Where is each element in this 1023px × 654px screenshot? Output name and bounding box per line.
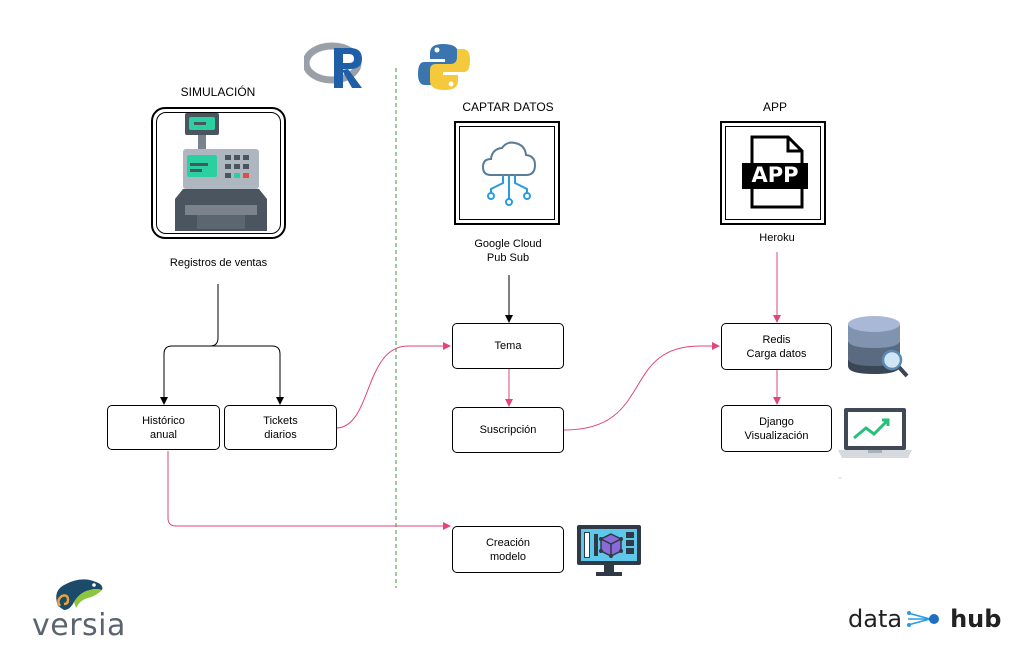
cloud-network-icon xyxy=(481,141,537,206)
edge-historico-creacion xyxy=(167,451,451,530)
edge-registros-split xyxy=(160,284,219,405)
cash-register-icon xyxy=(175,113,267,231)
node-creacion[interactable]: Creación modelo xyxy=(452,526,564,573)
datahub-logo: data hub xyxy=(848,603,1001,635)
edge-tickets-tema xyxy=(335,342,451,429)
section-title-simulacion: SIMULACIÓN xyxy=(180,85,256,99)
node-suscripcion[interactable]: Suscripción xyxy=(452,407,564,453)
datahub-logo-hub: hub xyxy=(950,605,1002,633)
section-title-captar: CAPTAR DATOS xyxy=(462,100,554,114)
pubsub-icon-frame xyxy=(454,121,560,225)
r-logo-icon xyxy=(304,42,362,88)
datahub-connector-icon xyxy=(907,611,940,627)
node-redis[interactable]: Redis Carga datos xyxy=(721,323,832,370)
edge-suscripcion-redis xyxy=(563,342,720,431)
edge-registros-tickets xyxy=(210,345,284,405)
datahub-logo-data: data xyxy=(848,605,903,633)
node-tickets[interactable]: Tickets diarios xyxy=(224,405,337,450)
caption-heroku: Heroku xyxy=(759,232,795,244)
python-logo-icon xyxy=(418,44,470,90)
caption-pubsub: Google Cloud Pub Sub xyxy=(474,238,542,264)
caption-registros: Registros de ventas xyxy=(169,257,268,269)
app-file-label: APP xyxy=(751,163,799,187)
node-django[interactable]: Django Visualización xyxy=(721,405,832,452)
versia-chameleon-icon xyxy=(56,579,103,610)
node-tema[interactable]: Tema xyxy=(452,323,564,369)
cash-register-frame xyxy=(151,107,286,239)
app-file-icon xyxy=(742,135,808,209)
laptop-chart-icon xyxy=(838,408,912,479)
database-search-icon xyxy=(848,316,909,378)
node-historico[interactable]: Histórico anual xyxy=(107,405,220,450)
section-title-app: APP xyxy=(762,100,787,114)
app-icon-frame: APP xyxy=(720,121,826,225)
model-monitor-icon xyxy=(577,525,641,576)
versia-logo-text: versia xyxy=(32,608,126,643)
